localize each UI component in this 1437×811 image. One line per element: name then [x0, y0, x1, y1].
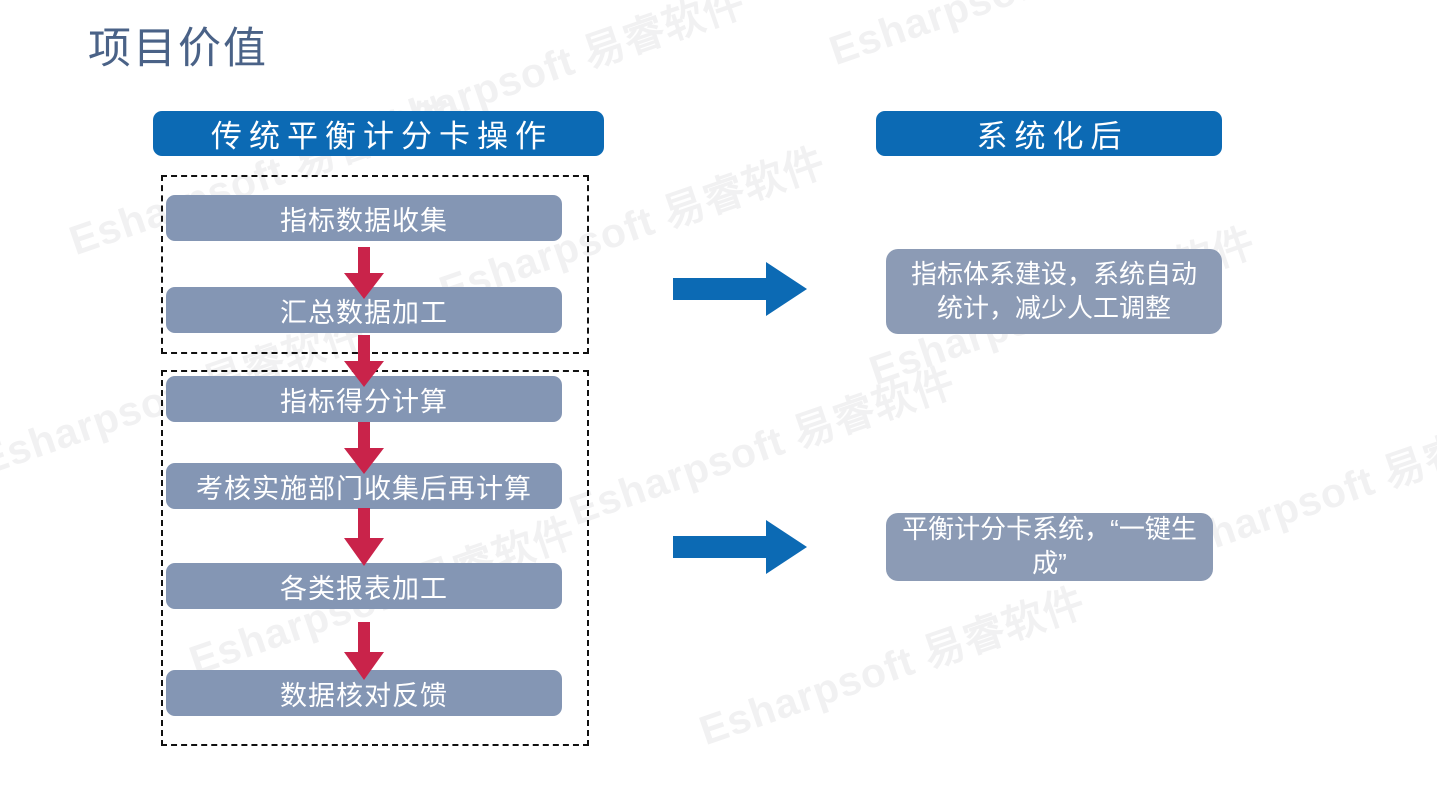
flow-group-1	[161, 175, 589, 354]
watermark-text: Esharpsoft 易睿软件	[563, 358, 962, 534]
arrow-down-icon	[340, 247, 388, 299]
flow-step-department-recalculation: 考核实施部门收集后再计算	[166, 463, 562, 509]
arrow-down-icon	[340, 508, 388, 566]
flow-step-data-collection: 指标数据收集	[166, 195, 562, 241]
watermark-text: Esharpsoft 易睿软件	[693, 578, 1092, 754]
column-header-systemized: 系统化后	[876, 111, 1222, 156]
page-title: 项目价值	[88, 25, 268, 73]
arrow-right-icon	[673, 262, 807, 316]
result-box-indicator-system: 指标体系建设，系统自动统计，减少人工调整	[886, 249, 1222, 334]
watermark-text: Esharpsoft 易睿软件	[820, 0, 1222, 77]
result-box-scorecard-system: 平衡计分卡系统，“一键生成”	[886, 513, 1213, 581]
arrow-down-icon	[340, 335, 388, 387]
column-header-traditional: 传统平衡计分卡操作	[153, 111, 604, 156]
arrow-right-icon	[673, 520, 807, 574]
arrow-down-icon	[340, 622, 388, 680]
flow-step-report-processing: 各类报表加工	[166, 563, 562, 609]
arrow-down-icon	[340, 422, 388, 474]
